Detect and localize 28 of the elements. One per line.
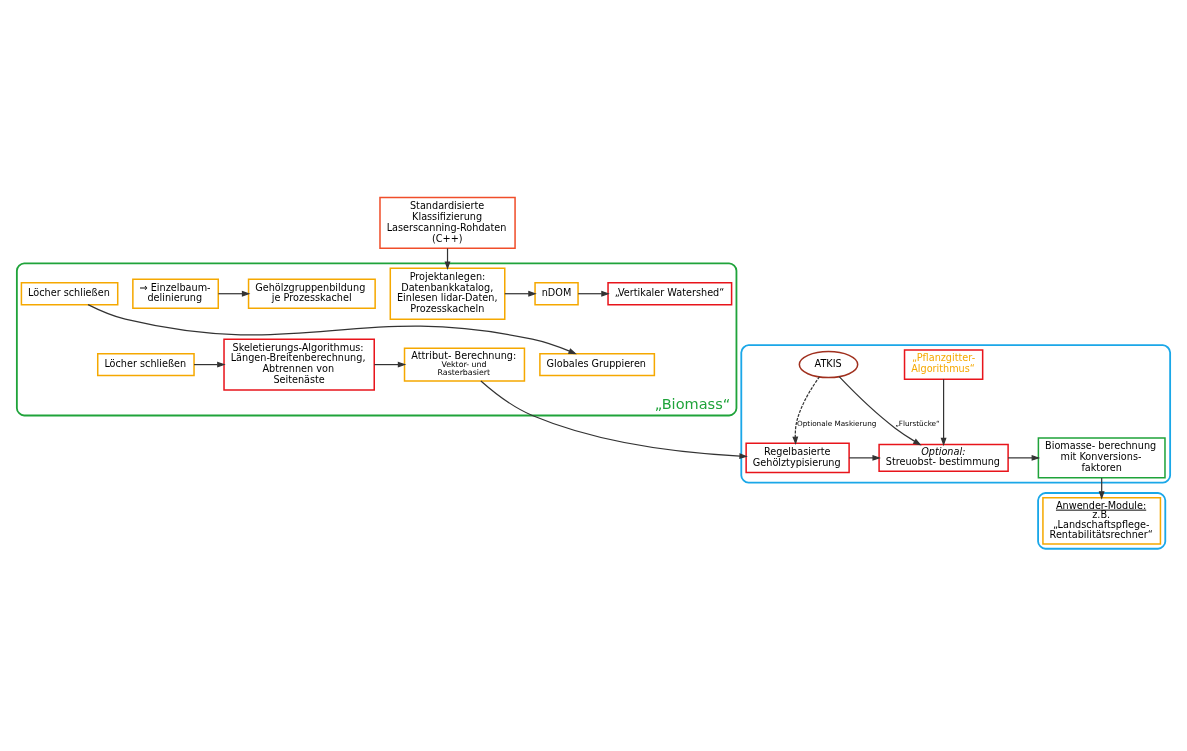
node-box: Regelbasierte Gehölztypisierung: [745, 442, 850, 474]
node-box: nDOM: [534, 282, 579, 306]
arrow: [87, 304, 577, 355]
node-box: Standardisierte Klassifizierung Laserscanning-Rohdaten (C++): [379, 196, 516, 250]
arrow: [193, 361, 226, 368]
arrow: [848, 454, 881, 461]
arrow: [480, 380, 748, 459]
arrow: [217, 290, 251, 297]
node-box: Biomasse- berechnung mit Konversions- faktoren: [1037, 437, 1166, 479]
node-box: „Pflanzgitter- Algorithmus“: [903, 349, 984, 380]
arrow: [577, 290, 610, 297]
node-box: ⇒ Einzelbaum- delinierung: [132, 278, 220, 310]
arrow: [1007, 454, 1041, 461]
node-box: Löcher schließen: [20, 282, 119, 306]
node-box: Löcher schließen: [96, 352, 195, 377]
node-box: „Vertikaler Watershed“: [607, 282, 733, 306]
node-box: Gehölzgruppenbildung je Prozesskachel: [247, 278, 376, 310]
node-box: Optional: Streuobst- bestimmung: [878, 443, 1009, 472]
node-box: Anwender-Module: z.B. „Landschaftspflege- Rentabilitätsrechner“: [1042, 497, 1162, 545]
node-box: Skeletierungs-Algorithmus: Längen-Breitenberechnung, Abtrennen von Seitenäste: [223, 338, 375, 391]
arrow: [504, 290, 537, 297]
arrow: [838, 376, 922, 446]
arrow: [940, 378, 947, 447]
node-ellipse: ATKIS: [798, 350, 859, 379]
node-box: Globales Gruppieren: [539, 352, 656, 377]
node-box: Projektanlegen: Datenbankkatalog, Einlesen lidar-Daten, Prozesskacheln: [389, 267, 506, 320]
arrow: [373, 361, 407, 368]
arrow: [792, 376, 821, 445]
